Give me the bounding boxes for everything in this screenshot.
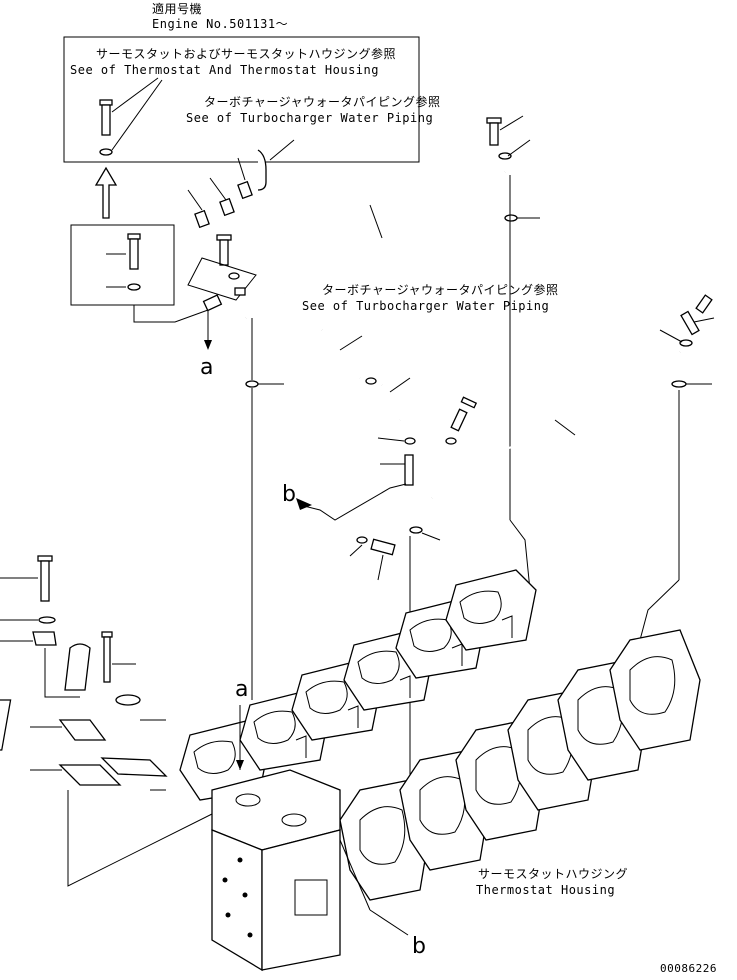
applicability-title: 適用号機: [152, 2, 203, 16]
bolt-washer-box: [70, 224, 209, 323]
callout-a-top: a: [200, 355, 214, 380]
up-arrow-icon: [94, 166, 118, 219]
drawing-number: 00086226: [660, 962, 717, 975]
turbo-ref-2-en: See of Turbocharger Water Piping: [302, 299, 550, 313]
callout-a-low: a: [235, 677, 249, 702]
turbo-ref-1-jp: ターボチャージャウォータパイピング参照: [204, 95, 441, 109]
left-housing-parts: [0, 555, 221, 887]
lower-water-pipe: [431, 294, 715, 641]
thermostat-reference-box: [63, 36, 420, 163]
upper-cylinder-heads: [179, 569, 537, 801]
thermostat-ref-en: See of Thermostat And Thermostat Housing: [70, 63, 379, 77]
engine-number: Engine No.501131～: [152, 17, 289, 31]
upper-water-pipe: [245, 115, 540, 591]
turbo-ref-2-jp: ターボチャージャウォータパイピング参照: [322, 283, 559, 297]
thermostat-ref-jp: サーモスタットおよびサーモスタットハウジング参照: [96, 47, 397, 61]
left-pipe-group: [187, 139, 295, 350]
housing-label-en: Thermostat Housing: [476, 883, 616, 897]
lower-cylinder-heads: [339, 629, 701, 901]
housing-label-jp: サーモスタットハウジング: [478, 867, 629, 881]
leader-to-callout-a: [245, 318, 284, 700]
front-block: [211, 705, 409, 972]
callout-b-bottom: b: [412, 934, 426, 959]
turbo-ref-1-en: See of Turbocharger Water Piping: [186, 111, 434, 125]
callout-b-mid: b: [282, 482, 296, 507]
